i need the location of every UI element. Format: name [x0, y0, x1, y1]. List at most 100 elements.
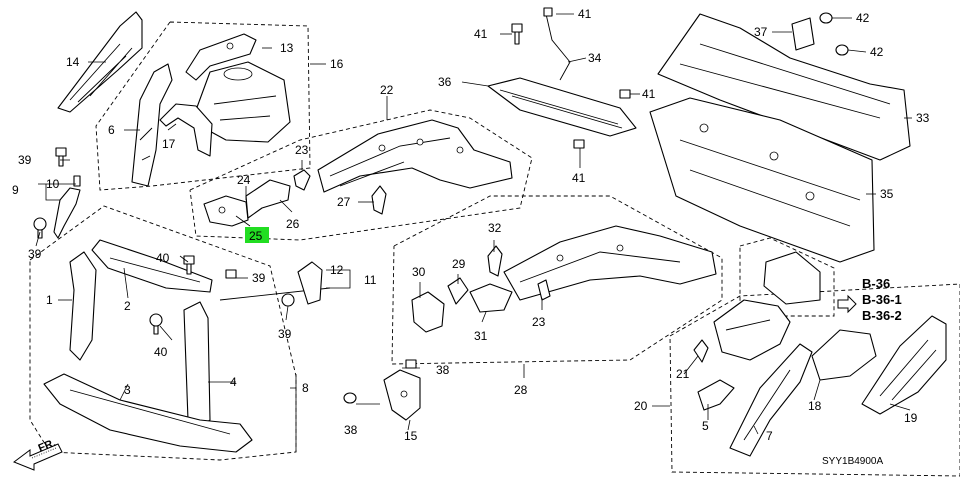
callout-8: 8	[302, 381, 309, 395]
callout-7: 7	[766, 429, 773, 443]
part-4-upright	[183, 301, 211, 431]
part-36-inset	[763, 251, 821, 305]
callout-17: 17	[162, 137, 176, 151]
callout-14: 14	[66, 55, 80, 69]
reference-arrow	[837, 294, 857, 314]
part-28-rail	[503, 225, 717, 301]
part-shock-tower	[195, 61, 291, 143]
bolt-41-lower	[573, 139, 585, 149]
callout-30: 30	[412, 265, 426, 279]
part-34-bracket	[543, 7, 571, 81]
part-22-rail	[317, 119, 513, 193]
callout-15: 15	[404, 429, 418, 443]
callout-26: 26	[286, 217, 300, 231]
part-32-clip	[487, 245, 503, 277]
callout-36: 36	[438, 75, 452, 89]
callout-27: 27	[337, 195, 351, 209]
part-29-clip	[447, 277, 469, 305]
bolt-38-top	[405, 359, 417, 369]
callout-5: 5	[702, 419, 709, 433]
part-37-bracket	[791, 17, 815, 51]
part-11-rod	[219, 261, 331, 305]
part-31-bracket	[469, 283, 513, 313]
bolt-38-left	[343, 392, 357, 404]
callout-41-top-left: 41	[474, 27, 488, 41]
bolt-40-top	[183, 255, 195, 275]
part-23-lower-clip	[537, 279, 551, 301]
part-2-crossmember	[91, 239, 213, 293]
bolt-39-top	[55, 147, 67, 167]
callout-4: 4	[230, 375, 237, 389]
callout-18: 18	[808, 399, 822, 413]
part-3-lower-member	[43, 373, 253, 453]
callout-11: 11	[364, 273, 377, 287]
callout-1: 1	[46, 293, 53, 307]
callout-9: 9	[12, 183, 19, 197]
part-19-fender	[861, 315, 947, 415]
reference-b-36-1: B-36-1	[862, 292, 902, 307]
callout-42-lower: 42	[870, 45, 884, 59]
callout-35: 35	[880, 187, 894, 201]
callout-33: 33	[916, 111, 930, 125]
callout-39-right: 39	[278, 327, 292, 341]
callout-40-mid: 40	[154, 345, 168, 359]
callout-29: 29	[452, 257, 466, 271]
callout-6: 6	[108, 123, 115, 137]
figure-code: SYY1B4900A	[822, 456, 883, 467]
callout-34: 34	[588, 51, 602, 65]
callout-2: 2	[124, 299, 131, 313]
callout-22: 22	[380, 83, 394, 97]
callout-39-lower: 39	[28, 247, 42, 261]
callout-41-top-right: 41	[578, 7, 592, 21]
callout-25: 25	[249, 229, 263, 243]
part-13	[185, 33, 257, 81]
bolt-39-lower	[33, 217, 47, 239]
reference-b-36: B-36	[862, 276, 890, 291]
callout-32: 32	[488, 221, 502, 235]
part-6	[131, 63, 173, 187]
part-30-bracket	[411, 291, 445, 333]
callout-labels: 14 13 16 6 17 39 9 10 39 22 23 24 25 26 …	[12, 7, 930, 443]
part-10-bracket	[53, 175, 81, 239]
callout-16: 16	[330, 57, 344, 71]
callout-40-top: 40	[156, 251, 170, 265]
part-23-clip	[293, 169, 311, 191]
callout-23-top: 23	[295, 143, 309, 157]
reference-labels: B-36 B-36-1 B-36-2	[837, 276, 902, 323]
callout-31: 31	[474, 329, 488, 343]
callout-19: 19	[904, 411, 918, 425]
bolt-40-mid	[149, 313, 163, 335]
part-15-mount	[383, 369, 421, 421]
callout-41-right: 41	[642, 87, 656, 101]
part-5	[697, 379, 735, 411]
reference-b-36-2: B-36-2	[862, 308, 902, 323]
part-26-bracket	[245, 179, 291, 219]
group-28-frame	[391, 195, 723, 365]
callout-38-left: 38	[344, 423, 358, 437]
front-direction-arrow	[12, 443, 63, 471]
group-16-frame	[95, 21, 311, 191]
leader-lines	[35, 13, 912, 452]
callout-23-lower: 23	[532, 315, 546, 329]
callout-42-top: 42	[856, 11, 870, 25]
bolt-39-right	[281, 293, 295, 307]
callout-37: 37	[754, 25, 768, 39]
part-1-upright	[69, 251, 97, 361]
part-35-dashboard	[649, 97, 875, 263]
part-27-clip	[371, 185, 387, 215]
callout-39-top: 39	[18, 153, 32, 167]
part-36-panel	[487, 77, 637, 137]
callout-38-top: 38	[436, 363, 450, 377]
part-20-wheelhouse	[713, 299, 791, 361]
callout-41-lower: 41	[572, 171, 586, 185]
callout-21: 21	[676, 367, 690, 381]
callout-28: 28	[514, 383, 528, 397]
bolt-42-lower	[835, 44, 849, 56]
part-24-bracket	[203, 195, 249, 227]
callout-12: 12	[330, 263, 344, 277]
bolt-39-mid	[225, 269, 237, 279]
callout-20: 20	[634, 399, 648, 413]
callout-3: 3	[124, 383, 131, 397]
callout-24: 24	[237, 173, 251, 187]
